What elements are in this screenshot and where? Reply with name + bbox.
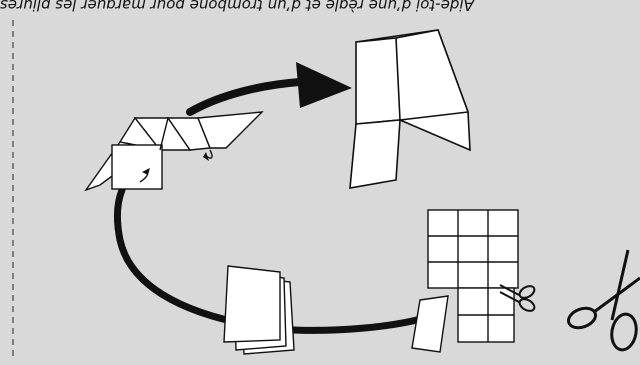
arrow-head-icon — [296, 62, 352, 108]
paper-box-shape — [349, 29, 471, 189]
scissors-icon — [566, 249, 640, 352]
folded-paper-shape — [84, 111, 264, 192]
paper-net-grid — [427, 209, 519, 343]
paper-card — [411, 295, 449, 353]
cycle-arrow-bottom — [113, 186, 429, 334]
scissors-icon — [499, 284, 536, 312]
fold-arrow-head-icon — [142, 168, 150, 175]
fold-arrow-head-icon — [203, 152, 209, 161]
cycle-arrow-top — [186, 78, 304, 116]
paper-stack — [223, 265, 295, 355]
